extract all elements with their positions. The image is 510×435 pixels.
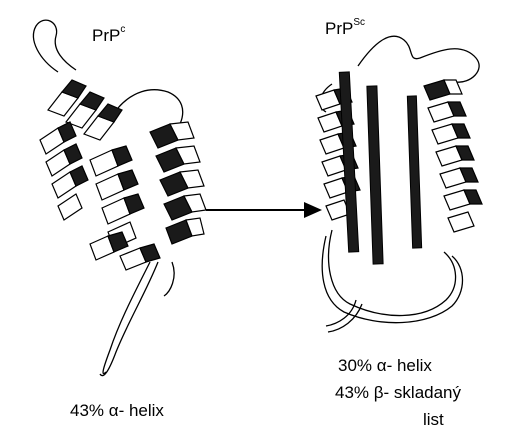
beta-strand-3 (407, 96, 421, 248)
prpsc-top-loop (358, 36, 479, 82)
prpsc-helix-right (424, 80, 482, 232)
prpc-title: PrPc (92, 27, 125, 44)
prpc-helix-2 (40, 122, 88, 220)
prpsc-tail (326, 300, 362, 332)
prpc-tail-coil (103, 262, 150, 374)
prpc-lower-coil (164, 262, 174, 296)
prpc-tail-coil-2 (100, 262, 158, 376)
beta-strand-2 (367, 86, 383, 264)
prpsc-caption-line-1: 30% α- helix (338, 357, 432, 374)
prpc-title-main: PrP (92, 26, 120, 45)
prpc-upper-coil (118, 90, 183, 124)
prpsc-title-main: PrP (325, 19, 353, 38)
prpc-top-loop (33, 20, 76, 72)
prpc-title-sup: c (120, 24, 125, 35)
prpc-caption: 43% α- helix (70, 402, 164, 419)
prpsc-title-sup: Sc (353, 17, 365, 28)
prpc-helix-4 (150, 122, 206, 244)
prpsc-bottom-loop-2 (322, 236, 462, 323)
prpsc-title: PrPSc (325, 20, 365, 37)
prpsc-caption-line-2: 43% β- skladaný (335, 384, 461, 401)
prpsc-caption-line-3: list (423, 411, 444, 428)
transition-arrow (206, 202, 322, 218)
prpsc-bottom-loop (329, 230, 456, 316)
prpc-helix-3 (90, 146, 144, 248)
